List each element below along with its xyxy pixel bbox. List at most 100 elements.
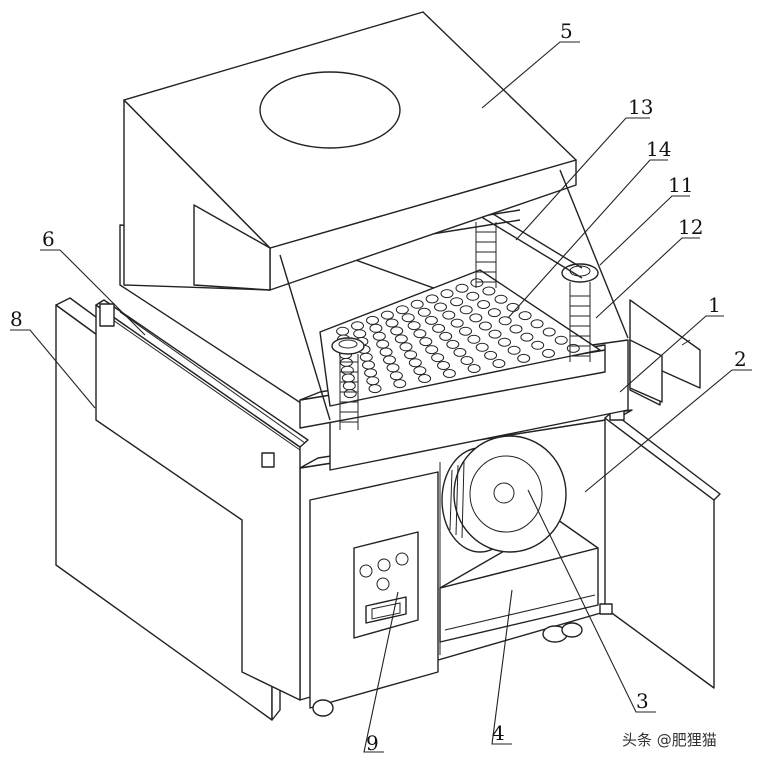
sieve-hole (369, 323, 383, 333)
sieve-hole (498, 337, 511, 347)
sieve-hole (437, 361, 450, 370)
sieve-hole (407, 321, 421, 331)
sieve-hole (342, 381, 356, 391)
control-door (309, 471, 439, 709)
sieve-hole (440, 289, 454, 299)
sieve-hole (404, 350, 418, 360)
spring-right (561, 263, 599, 362)
sieve-hole (467, 364, 481, 373)
sieve-hole (482, 286, 496, 296)
spring-left (331, 337, 365, 430)
sieve-hole (542, 348, 555, 358)
sieve-hole (455, 283, 469, 293)
sieve-hole (439, 331, 453, 341)
sieve-hole (509, 324, 523, 334)
sieve-hole (393, 379, 407, 389)
sieve-holes (336, 278, 580, 399)
sieve-hole (450, 318, 464, 328)
sieve-hole (487, 308, 501, 318)
callout-3: 3 (636, 689, 649, 713)
sieve-hole (459, 326, 472, 336)
sieve-hole (376, 339, 390, 349)
sieve-hole (531, 340, 545, 350)
sieve-hole (408, 358, 422, 368)
sieve-hole (492, 359, 506, 368)
callout-1: 1 (708, 293, 721, 317)
sieve-hole (413, 329, 427, 339)
sieve-hole (453, 347, 467, 357)
sieve-hole (470, 278, 484, 288)
callout-11: 11 (668, 173, 693, 197)
sieve-hole (362, 360, 375, 370)
sieve-hole (341, 373, 355, 383)
sieve-hole (424, 315, 438, 325)
sieve-hole (351, 321, 364, 331)
sieve-plate (319, 269, 601, 407)
sieve-hole (380, 310, 394, 320)
sieve-hole (446, 339, 460, 349)
sieve-hole (467, 334, 481, 344)
sieve-hole (425, 294, 439, 304)
sieve-hole (394, 334, 408, 344)
sieve-hole (353, 329, 367, 339)
sieve-hole (364, 368, 378, 378)
callout-5: 5 (560, 19, 573, 43)
sieve-hole (542, 327, 556, 337)
sieve-hole (432, 323, 446, 333)
sieve-hole (507, 345, 521, 355)
callout-labels: 5 13 14 11 12 1 2 3 4 9 6 8 (10, 19, 747, 755)
callout-14: 14 (646, 137, 671, 161)
sieve-hole (399, 342, 413, 352)
sieve-hole (419, 337, 433, 347)
sieve-hole (366, 376, 380, 386)
sieve-hole (389, 371, 403, 381)
sieve-hole (466, 291, 480, 301)
sieve-hole (469, 313, 483, 323)
sieve-hole (343, 389, 357, 399)
fan-wheel (441, 435, 567, 553)
sieve-hole (366, 315, 379, 325)
sieve-hole (385, 318, 399, 328)
callout-6: 6 (42, 227, 55, 251)
sieve-hole (475, 342, 489, 352)
sieve-hole (359, 352, 373, 362)
sieve-hole (401, 313, 415, 323)
side-rail (95, 299, 309, 701)
sieve-hole (498, 316, 512, 326)
sieve-hole (379, 347, 393, 357)
sieve-hole (554, 335, 568, 345)
callout-8: 8 (10, 307, 23, 331)
callout-9: 9 (366, 731, 379, 755)
sieve-hole (425, 345, 439, 355)
top-hopper (123, 11, 629, 421)
sieve-hole (383, 355, 396, 365)
right-door (599, 409, 721, 689)
sieve-hole (410, 299, 424, 309)
sieve-hole (460, 356, 474, 365)
collection-drawer (439, 519, 599, 643)
callout-13: 13 (628, 95, 653, 119)
caster-wheels (312, 622, 583, 717)
callout-2: 2 (734, 347, 747, 371)
sieve-hole (494, 294, 508, 304)
sieve-hole (417, 307, 431, 317)
sieve-hole (478, 321, 492, 331)
sieve-hole (372, 331, 386, 341)
sieve-hole (368, 384, 382, 394)
sieve-hole (530, 319, 544, 329)
sieve-hole (418, 374, 432, 383)
sieve-hole (395, 305, 409, 315)
sieve-hole (431, 353, 445, 363)
sieve-hole (518, 311, 532, 321)
leader-lines (10, 41, 752, 753)
callout-12: 12 (678, 215, 703, 239)
sieve-hole (477, 300, 491, 309)
callout-4: 4 (492, 721, 505, 745)
sieve-hole (442, 369, 456, 378)
watermark-text: 头条 @肥狸猫 (622, 731, 717, 749)
sieve-hole (413, 366, 427, 376)
sieve-hole (517, 353, 531, 363)
sieve-hole (520, 332, 534, 342)
sieve-hole (390, 326, 404, 336)
